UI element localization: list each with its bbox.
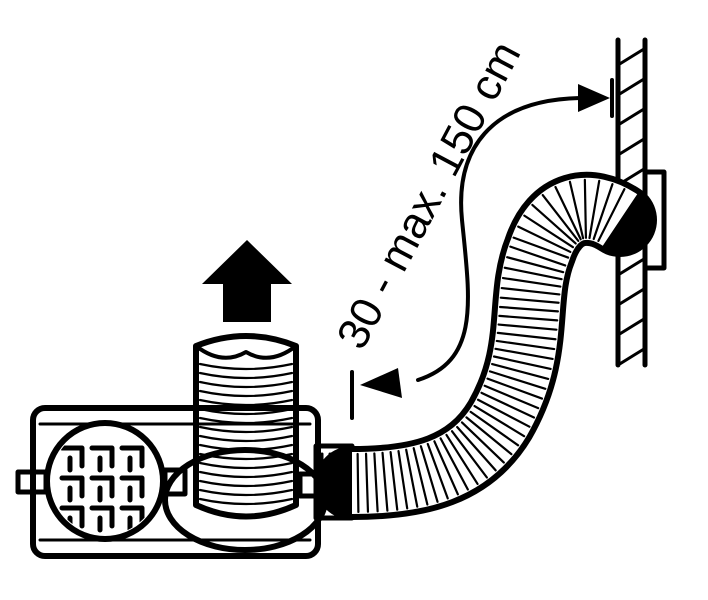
vertical-hose-rib [198,470,294,479]
hose-rib [433,440,459,496]
vertical-hose-top-rim [194,344,298,360]
vertical-hose-rib [198,407,294,416]
wall-outlet-flange [642,169,667,271]
hose-rib [512,236,570,259]
vertical-hose-rib [198,389,294,398]
hose-rib [523,214,575,249]
hose-rib [583,178,588,239]
hose-rib [517,225,572,254]
vertical-hose-rib [198,497,294,506]
hose-rib [381,451,389,512]
hose-rib [541,193,580,242]
hose-rib [499,296,560,304]
hose-rib [450,430,488,479]
vertical-hose-rib [198,452,294,461]
hose-rib [501,276,562,288]
dimension-arrow-right-icon [578,84,610,112]
hose-rib [592,183,614,241]
hose-rib [439,437,469,491]
vertical-hose-rib [198,425,294,434]
hose-rib [419,445,439,503]
dimension-arrow-left-icon [360,368,402,398]
hose-rib [588,179,601,240]
hose-rib [389,450,399,511]
hose-rib [500,286,561,296]
vertical-hose-rib [198,443,294,452]
hose-rib [498,314,559,322]
hose-rib [495,339,556,351]
vertical-hose-rib [198,398,294,407]
vertical-hose [193,333,299,520]
hose-rib [531,203,577,245]
hose-rib [597,188,626,243]
hose-rib [456,425,497,472]
hose-rib [405,448,419,508]
hose-rib [509,245,567,267]
vertical-hose-ribs [198,362,294,506]
hose-rib [469,410,520,447]
fan-housing-ring [162,447,328,553]
intake-grille-pattern [59,445,145,533]
hose-rib [364,452,370,513]
fan-unit [15,405,355,559]
vertical-hose-rib [198,371,294,380]
hose-rib [483,384,540,410]
hose-rib [460,421,505,464]
hose-rib [496,331,557,341]
hose-rib [498,305,559,313]
hose-rib [476,398,531,428]
hose-rib [397,449,409,510]
hose-rib [506,256,565,274]
vertical-hose-rib [198,362,294,371]
hose-rib [445,433,479,486]
vertical-hose-rib [198,434,294,443]
vertical-hose-rib [198,479,294,488]
hose-rib [491,362,550,380]
flexible-exhaust-hose [315,171,657,520]
vertical-hose-rib [198,380,294,389]
hose-rib [426,442,449,500]
hose-rib [497,323,558,331]
vertical-hose-rib [198,416,294,425]
hose-rib [488,370,547,390]
intake-grille-ring [44,420,166,542]
hose-rib [373,452,379,513]
dimension-curve [416,96,582,382]
hose-rib [486,377,544,400]
hose-rib [473,404,526,438]
left-latch [15,469,49,495]
hose-rib [465,416,513,456]
hose-rib [554,185,582,241]
hose-rib [412,447,429,506]
hose-ribs [356,178,626,514]
vertical-hose-rib [198,488,294,497]
airflow-up-arrow-icon [202,240,292,322]
vertical-hose-rib [198,461,294,470]
hose-rib [356,452,360,514]
hose-rib [494,347,554,361]
vertical-hose-body [193,333,299,520]
hose-rib [480,391,536,419]
hose-rib [492,355,552,371]
hose-rib [503,266,563,281]
hose-rib [568,180,585,240]
